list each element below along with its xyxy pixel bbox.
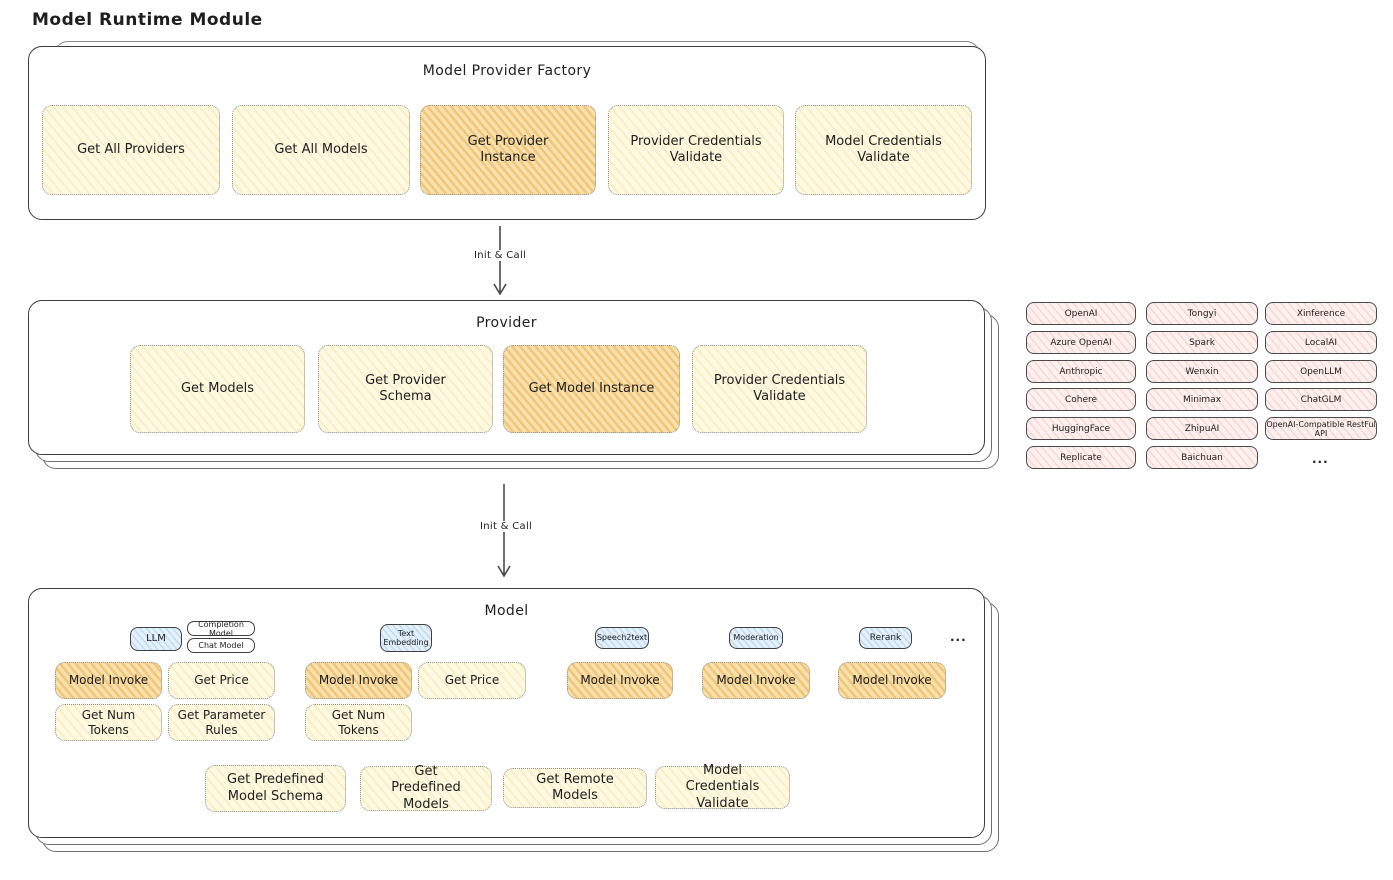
provider-chip-replicate: Replicate <box>1026 446 1136 469</box>
model-tag-chat-model: Chat Model <box>187 638 255 653</box>
model-tag-rerank: Rerank <box>859 627 912 649</box>
llm-get-parameter-rules-button: Get Parameter Rules <box>168 704 275 741</box>
embedding-model-invoke-button: Model Invoke <box>305 662 412 699</box>
rerank-model-invoke-button: Model Invoke <box>838 662 946 699</box>
arrow-down-icon <box>493 226 507 296</box>
provider-chip-zhipuai: ZhipuAI <box>1146 417 1258 440</box>
factory-title: Model Provider Factory <box>422 63 592 79</box>
diagram-title: Model Runtime Module <box>32 10 263 30</box>
model-credentials-validate-button: Model Credentials Validate <box>655 763 790 811</box>
get-predefined-model-schema-button: Get Predefined Model Schema <box>205 765 346 812</box>
provider-chip-tongyi: Tongyi <box>1146 302 1258 325</box>
provider-chip-huggingface: HuggingFace <box>1026 417 1136 440</box>
provider-chip-spark: Spark <box>1146 331 1258 354</box>
arrow-init-call-label-2: Init & Call <box>476 521 537 532</box>
model-tag-speech2text: Speech2text <box>595 627 649 649</box>
arrow-init-call-label-1: Init & Call <box>470 250 531 261</box>
embedding-get-num-tokens-button: Get Num Tokens <box>305 704 412 741</box>
model-tag-text-embedding: Text Embedding <box>380 624 432 652</box>
factory-button-get-all-providers: Get All Providers <box>42 105 220 195</box>
provider-chip-anthropic: Anthropic <box>1026 360 1136 383</box>
embedding-get-price-button: Get Price <box>418 662 526 699</box>
provider-chip-azure-openai: Azure OpenAI <box>1026 331 1136 354</box>
provider-chip-xinference: Xinference <box>1265 302 1377 325</box>
llm-model-invoke-button: Model Invoke <box>55 662 162 699</box>
factory-button-get-provider-instance: Get Provider Instance <box>420 105 596 195</box>
llm-get-num-tokens-button: Get Num Tokens <box>55 704 162 741</box>
model-tag-moderation: Moderation <box>729 627 783 649</box>
provider-button-get-provider-schema: Get Provider Schema <box>318 345 493 433</box>
get-remote-models-button: Get Remote Models <box>503 768 647 808</box>
providers-ellipsis: ... <box>1312 452 1329 466</box>
moderation-model-invoke-button: Model Invoke <box>702 662 810 699</box>
provider-title: Provider <box>476 315 537 331</box>
factory-button-get-all-models: Get All Models <box>232 105 410 195</box>
provider-chip-openai: OpenAI <box>1026 302 1136 325</box>
provider-chip-localai: LocalAI <box>1265 331 1377 354</box>
provider-button-provider-credentials-validate: Provider Credentials Validate <box>692 345 867 433</box>
factory-button-model-credentials-validate: Model Credentials Validate <box>795 105 972 195</box>
model-title: Model <box>484 603 529 619</box>
provider-chip-openai-compatible: OpenAI-Compatible RestFul API <box>1265 417 1377 440</box>
provider-button-get-model-instance: Get Model Instance <box>503 345 680 433</box>
llm-get-price-button: Get Price <box>168 662 275 699</box>
factory-button-provider-credentials-validate: Provider Credentials Validate <box>608 105 784 195</box>
provider-chip-cohere: Cohere <box>1026 388 1136 411</box>
get-predefined-models-button: Get Predefined Models <box>360 764 492 812</box>
provider-chip-wenxin: Wenxin <box>1146 360 1258 383</box>
model-tag-completion-model: Completion Model <box>187 620 255 638</box>
model-tag-llm: LLM <box>130 627 182 651</box>
provider-button-get-models: Get Models <box>130 345 305 433</box>
provider-chip-minimax: Minimax <box>1146 388 1258 411</box>
model-tags-ellipsis: ... <box>950 630 967 644</box>
provider-chip-baichuan: Baichuan <box>1146 446 1258 469</box>
provider-chip-chatglm: ChatGLM <box>1265 388 1377 411</box>
provider-chip-openllm: OpenLLM <box>1265 360 1377 383</box>
speech2text-model-invoke-button: Model Invoke <box>567 662 673 699</box>
